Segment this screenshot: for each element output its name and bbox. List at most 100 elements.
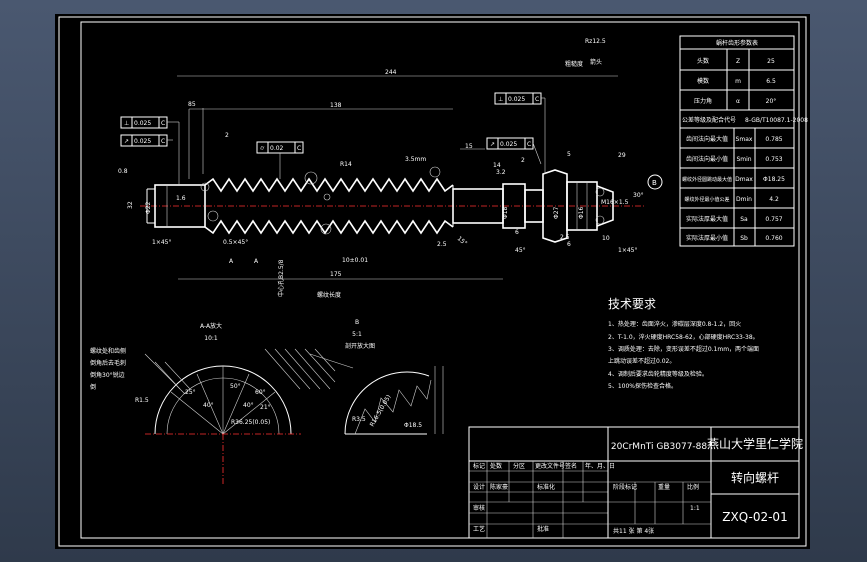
inner-frame	[80, 21, 800, 539]
svg-text:螺纹长度: 螺纹长度	[317, 291, 341, 299]
svg-text:1.6: 1.6	[176, 195, 186, 202]
svg-text:1×45°: 1×45°	[618, 247, 637, 254]
svg-text:R14: R14	[340, 161, 352, 168]
svg-text:螺纹处和齿侧: 螺纹处和齿侧	[90, 347, 126, 355]
svg-text:5:1: 5:1	[352, 331, 362, 338]
svg-text:25: 25	[767, 58, 775, 65]
svg-text:螺纹外径最小值公差: 螺纹外径最小值公差	[684, 196, 729, 203]
svg-text:14: 14	[493, 162, 501, 169]
svg-text:R3.5: R3.5	[352, 416, 366, 423]
svg-text:32: 32	[127, 201, 134, 209]
svg-text:倒角30°锐边: 倒角30°锐边	[90, 371, 125, 379]
svg-text:年、月、日: 年、月、日	[585, 462, 615, 470]
svg-text:2、T-1.0，淬火硬度HRC58-62，心部硬度HRC33: 2、T-1.0，淬火硬度HRC58-62，心部硬度HRC33-38。	[608, 333, 759, 341]
svg-text:实际法厚最大值: 实际法厚最大值	[686, 215, 728, 223]
svg-text:3、调质处理：去除，变形误差不超过0.1mm，两个端面: 3、调质处理：去除，变形误差不超过0.1mm，两个端面	[608, 345, 759, 353]
svg-text:0.757: 0.757	[765, 216, 782, 223]
svg-text:头数: 头数	[697, 57, 709, 65]
svg-text:3.5mm: 3.5mm	[405, 156, 426, 163]
svg-text:⊥: ⊥	[498, 96, 503, 103]
svg-text:0.785: 0.785	[765, 136, 782, 143]
svg-text:5、100%探伤检查合格。: 5、100%探伤检查合格。	[608, 382, 677, 390]
tech-requirements: 技术要求 1、热处理：齿面淬火，渗碳层深度0.8-1.2，回火 2、T-1.0，…	[608, 297, 759, 390]
svg-text:分区: 分区	[513, 462, 525, 470]
svg-text:Dmin: Dmin	[736, 196, 752, 203]
svg-text:齿间法向最大值: 齿间法向最大值	[686, 135, 728, 143]
svg-text:0.760: 0.760	[765, 235, 782, 242]
svg-text:15: 15	[465, 143, 473, 150]
svg-text:阶段标记: 阶段标记	[613, 483, 637, 491]
section-view-a: A-A放大 10:1 螺纹处和齿侧 倒角后去毛刺 倒角30°锐边 倒 25° 4…	[90, 322, 336, 484]
svg-text:Φ27: Φ27	[553, 206, 560, 219]
svg-text:8-GB/T10087.1-2008: 8-GB/T10087.1-2008	[745, 117, 808, 124]
svg-text:签名: 签名	[565, 462, 577, 470]
material: 20CrMnTi GB3077-88	[611, 442, 708, 452]
svg-text:0.5×45°: 0.5×45°	[223, 239, 248, 246]
dim-138: 138	[330, 102, 342, 109]
svg-text:15°: 15°	[456, 235, 469, 247]
drawing-sheet[interactable]: 蜗杆齿形参数表 头数 Z 25 模数 m 6.5 压力角 α 20° 公差等级及…	[55, 14, 810, 549]
tolerance-frame-1: ⊥ 0.025 C	[120, 116, 168, 129]
svg-text:0.02: 0.02	[270, 145, 284, 152]
dim-overall: 244	[385, 69, 397, 76]
svg-text:0.025: 0.025	[500, 141, 517, 148]
svg-text:螺纹外径圆跳动最大值: 螺纹外径圆跳动最大值	[682, 176, 732, 183]
svg-text:Φ22: Φ22	[145, 201, 152, 214]
svg-text:C: C	[161, 120, 165, 127]
svg-text:0.753: 0.753	[765, 156, 782, 163]
svg-text:Smin: Smin	[736, 156, 751, 163]
svg-text:10: 10	[602, 235, 610, 242]
svg-text:↗: ↗	[490, 141, 495, 148]
svg-text:10±0.01: 10±0.01	[342, 257, 368, 264]
svg-text:公差等级及配合代号: 公差等级及配合代号	[682, 116, 736, 124]
svg-text:0.025: 0.025	[134, 138, 151, 145]
tolerance-frame-3: ⊥ 0.025 C	[494, 92, 542, 105]
svg-text:陈家豪: 陈家豪	[490, 483, 508, 491]
svg-text:中心孔B2.5/8: 中心孔B2.5/8	[277, 259, 285, 297]
svg-text:C: C	[161, 138, 165, 145]
svg-text:B: B	[652, 179, 657, 187]
tolerance-frame-2: ↗ 0.025 C	[120, 134, 168, 147]
school-name: 燕山大学里仁学院	[707, 436, 803, 451]
svg-text:α: α	[736, 98, 740, 105]
svg-text:40°: 40°	[243, 402, 254, 409]
svg-text:0.025: 0.025	[508, 96, 525, 103]
svg-text:6: 6	[567, 241, 571, 248]
svg-text:30°: 30°	[633, 192, 644, 199]
svg-text:标准化: 标准化	[537, 483, 555, 491]
svg-text:25°: 25°	[185, 389, 196, 396]
title-block: 20CrMnTi GB3077-88 燕山大学里仁学院 转向螺杆 ZXQ-02-…	[468, 426, 803, 539]
dim-175: 175	[330, 271, 342, 278]
svg-text:2: 2	[225, 132, 229, 139]
svg-text:比例: 比例	[687, 483, 699, 491]
svg-text:A-A放大: A-A放大	[200, 322, 222, 330]
svg-text:2.5: 2.5	[437, 241, 447, 248]
screw-main-view: B 244 138 175 85 15 14 29 5 3.2 2 2 0.8 …	[118, 38, 663, 299]
svg-text:Φ18: Φ18	[502, 206, 509, 219]
svg-text:45°: 45°	[515, 247, 526, 254]
svg-text:4、调制后要求齿轮精度等级及检验。: 4、调制后要求齿轮精度等级及检验。	[608, 370, 708, 378]
svg-text:批准: 批准	[537, 525, 549, 533]
svg-text:1、热处理：齿面淬火，渗碳层深度0.8-1.2，回火: 1、热处理：齿面淬火，渗碳层深度0.8-1.2，回火	[608, 320, 741, 328]
svg-text:Dmax: Dmax	[735, 176, 753, 183]
svg-text:箭头: 箭头	[590, 58, 602, 66]
svg-text:R1.5: R1.5	[135, 397, 149, 404]
svg-text:2.5: 2.5	[560, 234, 570, 241]
svg-text:A: A	[229, 258, 234, 265]
svg-text:剖开放大图: 剖开放大图	[345, 342, 375, 350]
svg-text:m: m	[735, 78, 741, 85]
drawing-canvas[interactable]: 蜗杆齿形参数表 头数 Z 25 模数 m 6.5 压力角 α 20° 公差等级及…	[55, 14, 810, 549]
svg-text:粗糙度: 粗糙度	[565, 60, 583, 68]
svg-text:10:1: 10:1	[204, 335, 218, 342]
svg-text:实际法厚最小值: 实际法厚最小值	[686, 234, 728, 242]
svg-text:Z: Z	[736, 58, 740, 65]
svg-text:倒: 倒	[90, 383, 96, 391]
svg-text:21°: 21°	[260, 404, 271, 411]
param-table: 蜗杆齿形参数表 头数 Z 25 模数 m 6.5 压力角 α 20° 公差等级及…	[679, 35, 808, 247]
svg-text:29: 29	[618, 152, 626, 159]
svg-text:更改文件号: 更改文件号	[535, 462, 565, 470]
svg-text:6.5: 6.5	[766, 78, 776, 85]
svg-text:压力角: 压力角	[694, 97, 712, 105]
drawing-number: ZXQ-02-01	[722, 510, 787, 524]
